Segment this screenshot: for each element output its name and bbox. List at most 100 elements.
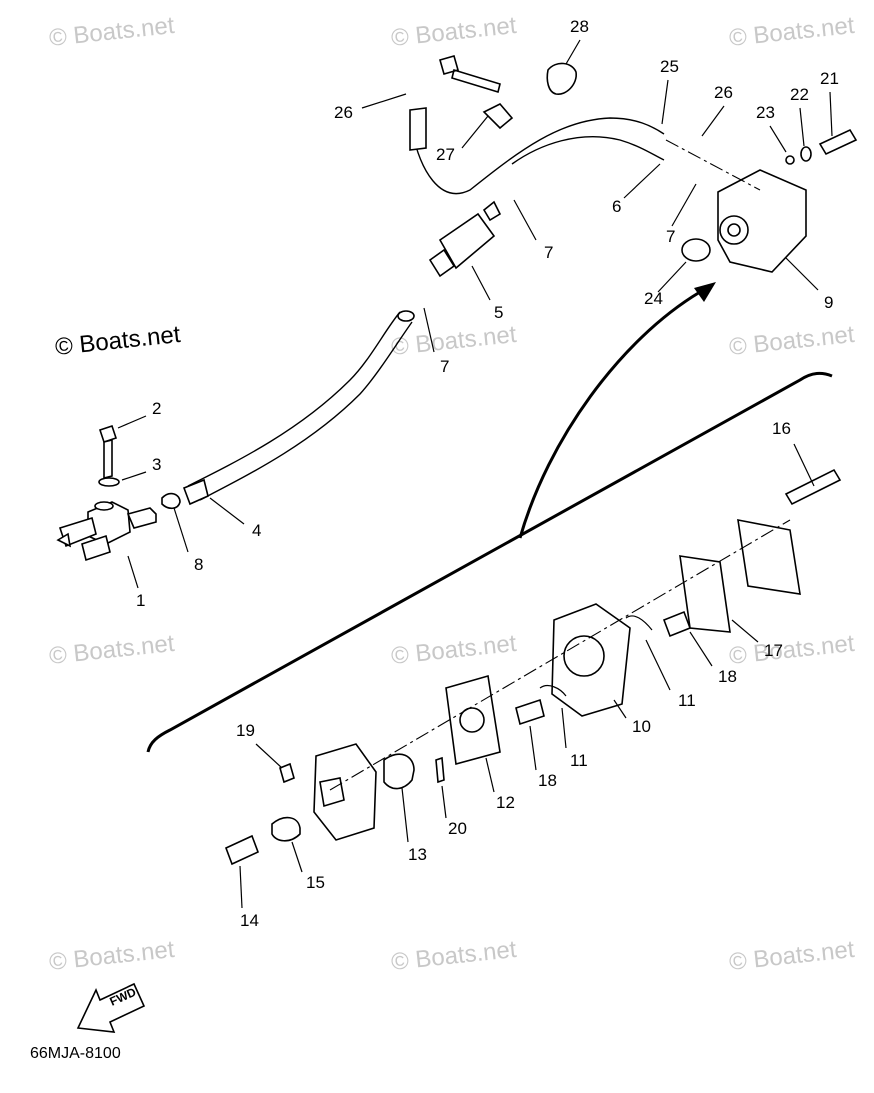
callout-number-4: 4	[252, 521, 261, 540]
watermark-text: © Boats.net	[728, 936, 856, 976]
callout-number-6: 6	[612, 197, 621, 216]
watermark-text: © Boats.net	[48, 12, 176, 52]
callout-number-15: 15	[306, 873, 325, 892]
callout-leader-line	[255, 743, 283, 769]
watermark-layer: © Boats.net © Boats.net © Boats.net © Boats…	[48, 12, 856, 976]
screw-part-18-lower	[515, 698, 545, 726]
callout-leader-line	[441, 785, 447, 819]
callout-leader-line	[173, 507, 189, 553]
callout-leader-line	[127, 555, 139, 589]
watermark-text: © Boats.net	[728, 12, 856, 52]
callout-number-14: 14	[240, 911, 259, 930]
callout-leader-line	[401, 787, 409, 843]
callout-leader-line	[121, 471, 147, 481]
callout-number-13: 13	[408, 845, 427, 864]
callout-leader-line	[785, 257, 819, 291]
forward-direction-arrow: FWD	[76, 982, 146, 1033]
hose-part-26-end	[409, 107, 427, 151]
callout-leader-line	[769, 125, 787, 153]
callout-leader-line	[645, 639, 671, 691]
callout-leader-line	[239, 865, 243, 909]
callout-layer: 1234567778910111112131415161718181920212…	[117, 17, 839, 930]
callout-number-23: 23	[756, 103, 775, 122]
clip-part-28	[546, 62, 577, 95]
callout-number-7: 7	[666, 227, 675, 246]
callout-number-28: 28	[570, 17, 589, 36]
screw-part-18-upper	[662, 610, 692, 638]
nut-part-19	[279, 762, 295, 784]
watermark-text: © Boats.net	[54, 321, 182, 361]
spring-part-15	[271, 816, 301, 842]
callout-leader-line	[461, 115, 489, 149]
callout-leader-line	[209, 497, 245, 525]
hose-part-4	[187, 311, 413, 501]
callout-leader-line	[661, 79, 669, 125]
callout-leader-line	[623, 163, 661, 199]
callout-leader-line	[117, 415, 147, 429]
callout-number-17: 17	[764, 641, 783, 660]
bolt-part-21	[818, 128, 858, 156]
assembly-centerline-lower	[329, 519, 791, 791]
callout-number-26: 26	[714, 83, 733, 102]
callout-number-3: 3	[152, 455, 161, 474]
watermark-text: © Boats.net	[728, 630, 856, 670]
seal-part-11-upper	[625, 615, 653, 631]
callout-number-11: 11	[570, 751, 588, 770]
callout-leader-line	[513, 199, 537, 241]
assembly-centerline-upper	[665, 139, 761, 191]
bolt-part-16	[784, 468, 842, 506]
callout-leader-line	[731, 619, 759, 643]
callout-number-8: 8	[194, 555, 203, 574]
callout-number-10: 10	[632, 717, 651, 736]
washer-part-22	[800, 146, 812, 162]
assembly-arrow-head	[694, 282, 716, 302]
spring-part-13	[383, 753, 415, 790]
callout-number-18: 18	[718, 667, 737, 686]
clip-part-8	[161, 492, 181, 510]
drawing-code: 66MJA-8100	[30, 1045, 121, 1062]
pump-base-part-13-mount	[313, 743, 377, 841]
bolt-part-27	[439, 55, 501, 94]
callout-leader-line	[565, 39, 581, 65]
callout-number-20: 20	[448, 819, 467, 838]
callout-leader-line	[485, 757, 495, 793]
seal-part-11-lower	[539, 684, 567, 697]
fuel-pump-part-9	[717, 169, 807, 273]
section-divider-curve	[146, 371, 833, 753]
fuel-filter-part-5	[428, 200, 502, 278]
cover-plate-part-16-17	[737, 519, 801, 595]
hose-part-6	[511, 136, 665, 165]
pump-body-part-10	[551, 603, 631, 717]
callout-leader-line	[671, 183, 697, 227]
clamp-part-27	[482, 103, 514, 130]
fuel-joint-part-1	[56, 501, 157, 562]
callout-number-9: 9	[824, 293, 833, 312]
callout-leader-line	[291, 841, 303, 873]
callout-number-11: 11	[678, 691, 696, 710]
watermark-text: © Boats.net	[390, 936, 518, 976]
plunger-part-14	[224, 834, 260, 866]
callout-number-18: 18	[538, 771, 557, 790]
callout-number-5: 5	[494, 303, 503, 322]
callout-number-7: 7	[544, 243, 553, 262]
callout-leader-line	[829, 91, 833, 137]
callout-number-25: 25	[660, 57, 679, 76]
callout-leader-line	[701, 105, 725, 137]
washer-part-3	[98, 477, 120, 487]
callout-leader-line	[793, 443, 815, 487]
callout-number-19: 19	[236, 721, 255, 740]
watermark-text: © Boats.net	[48, 936, 176, 976]
callout-number-26: 26	[334, 103, 353, 122]
callout-leader-line	[613, 699, 627, 719]
callout-number-24: 24	[644, 289, 663, 308]
hose-end-part-4	[182, 478, 209, 506]
cover-part-17	[679, 555, 731, 633]
o-ring-part-24	[681, 238, 711, 262]
callout-number-1: 1	[136, 591, 145, 610]
callout-number-2: 2	[152, 399, 161, 418]
watermark-text: © Boats.net	[390, 630, 518, 670]
callout-leader-line	[689, 631, 713, 667]
callout-number-12: 12	[496, 793, 515, 812]
